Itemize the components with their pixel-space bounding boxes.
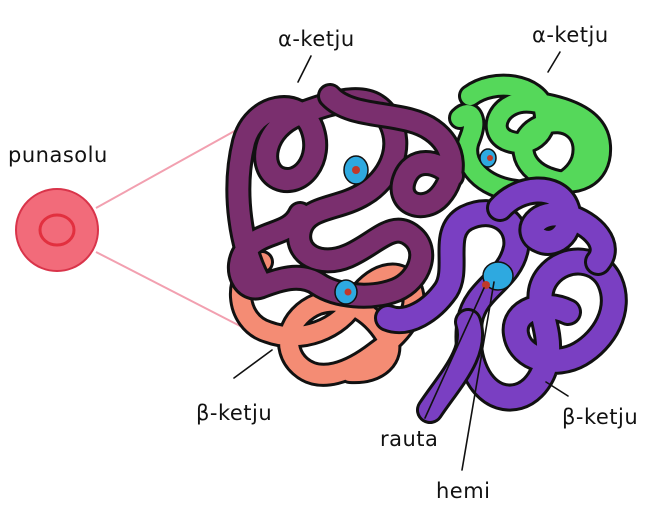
heme-group-alpha-right	[480, 149, 496, 167]
label-red-cell: punasolu	[8, 143, 108, 167]
red-cell-body	[16, 189, 98, 271]
iron-atom	[482, 281, 490, 289]
red-blood-cell	[16, 189, 98, 271]
leader-alpha-left	[298, 56, 311, 82]
cell-connectors	[96, 128, 244, 328]
leader-beta-left	[234, 350, 272, 378]
label-alpha-right: α-ketju	[532, 23, 609, 47]
label-heme: hemi	[436, 479, 491, 503]
beta-chain-right	[388, 190, 614, 410]
connector-upper	[96, 128, 240, 208]
iron-atom	[352, 166, 360, 174]
leader-alpha-right	[548, 52, 560, 72]
label-alpha-left: α-ketju	[278, 27, 355, 51]
heme-group-beta-left	[335, 280, 357, 304]
heme-group-beta-right	[482, 262, 513, 290]
label-iron: rauta	[380, 427, 438, 451]
label-beta-left: β-ketju	[196, 401, 272, 425]
connector-lower	[96, 252, 244, 328]
label-beta-right: β-ketju	[562, 405, 638, 429]
alpha-chain-right	[460, 86, 600, 192]
iron-atom	[345, 289, 352, 296]
iron-atom	[487, 155, 493, 161]
heme-group-alpha-left	[344, 156, 368, 184]
